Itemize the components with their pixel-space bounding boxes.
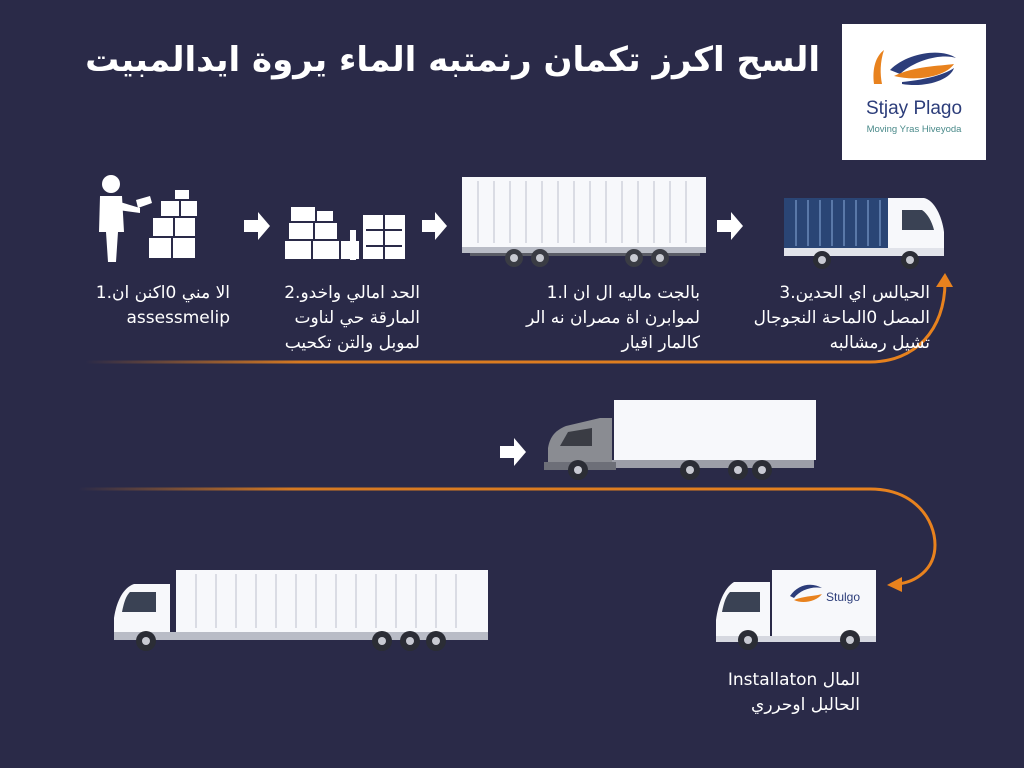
step-5-line-2: الحالبل اوحرري	[751, 695, 860, 715]
arrowhead-icon	[936, 273, 953, 287]
step-3-line-2: لموابرن اة مصران نه الر	[526, 308, 700, 328]
step-1-text: الا مني 0اكنن ان.1 assessmelip	[70, 281, 230, 331]
step-3-text: بالجت ماليه ال ان ا.1 لموابرن اة مصران ن…	[500, 281, 700, 356]
step-2-text: الحد امالي واخدو.2 المارقة حي لناوت لموب…	[270, 281, 420, 356]
logo-swoosh-icon	[873, 50, 956, 86]
logo-name: Stjay Plago	[865, 98, 963, 119]
van-logo-swoosh-icon	[790, 584, 822, 602]
step-arrow-icon	[717, 212, 743, 240]
step-arrow-icon	[244, 212, 270, 240]
arrowhead-icon	[887, 577, 902, 592]
step-3-line-3: كالمار اقيار	[621, 333, 700, 353]
step-2-line-3: لموبل والتن تكحيب	[284, 333, 420, 353]
step-arrow-icon	[500, 438, 526, 466]
flow-curve-icon	[78, 487, 937, 586]
step-2-line-1: الحد امالي واخدو.2	[284, 283, 420, 303]
step-arrow-icon	[422, 212, 447, 240]
company-logo: Stjay Plago Moving Yras Hiveyoda	[842, 24, 986, 160]
van-brand-text: Stulgo	[826, 590, 861, 604]
step-4-line-1: الحيالس اي الحدين.3	[779, 283, 930, 303]
step-1-line-2: assessmelip	[126, 308, 230, 328]
step-5-text: المال Installaton الحالبل اوحرري	[700, 668, 860, 718]
step-4-line-2: المصل 0الماحة النجوجال	[753, 308, 930, 328]
logo-tagline: Moving Yras Hiveyoda	[866, 124, 962, 135]
flow-curve-icon	[85, 281, 947, 364]
step-2-line-2: المارقة حي لناوت	[294, 308, 420, 328]
step-4-line-3: تشيل رمشالبه	[829, 333, 930, 353]
step-5-line-1: المال Installaton	[727, 670, 860, 690]
step-3-line-1: بالجت ماليه ال ان ا.1	[546, 283, 700, 303]
step-1-line-1: الا مني 0اكنن ان.1	[95, 283, 230, 303]
page-title: السح اكرز تكمان رنمتبه الماء يروة ايدالم…	[85, 40, 820, 80]
step-4-text: الحيالس اي الحدين.3 المصل 0الماحة النجوج…	[740, 281, 930, 356]
